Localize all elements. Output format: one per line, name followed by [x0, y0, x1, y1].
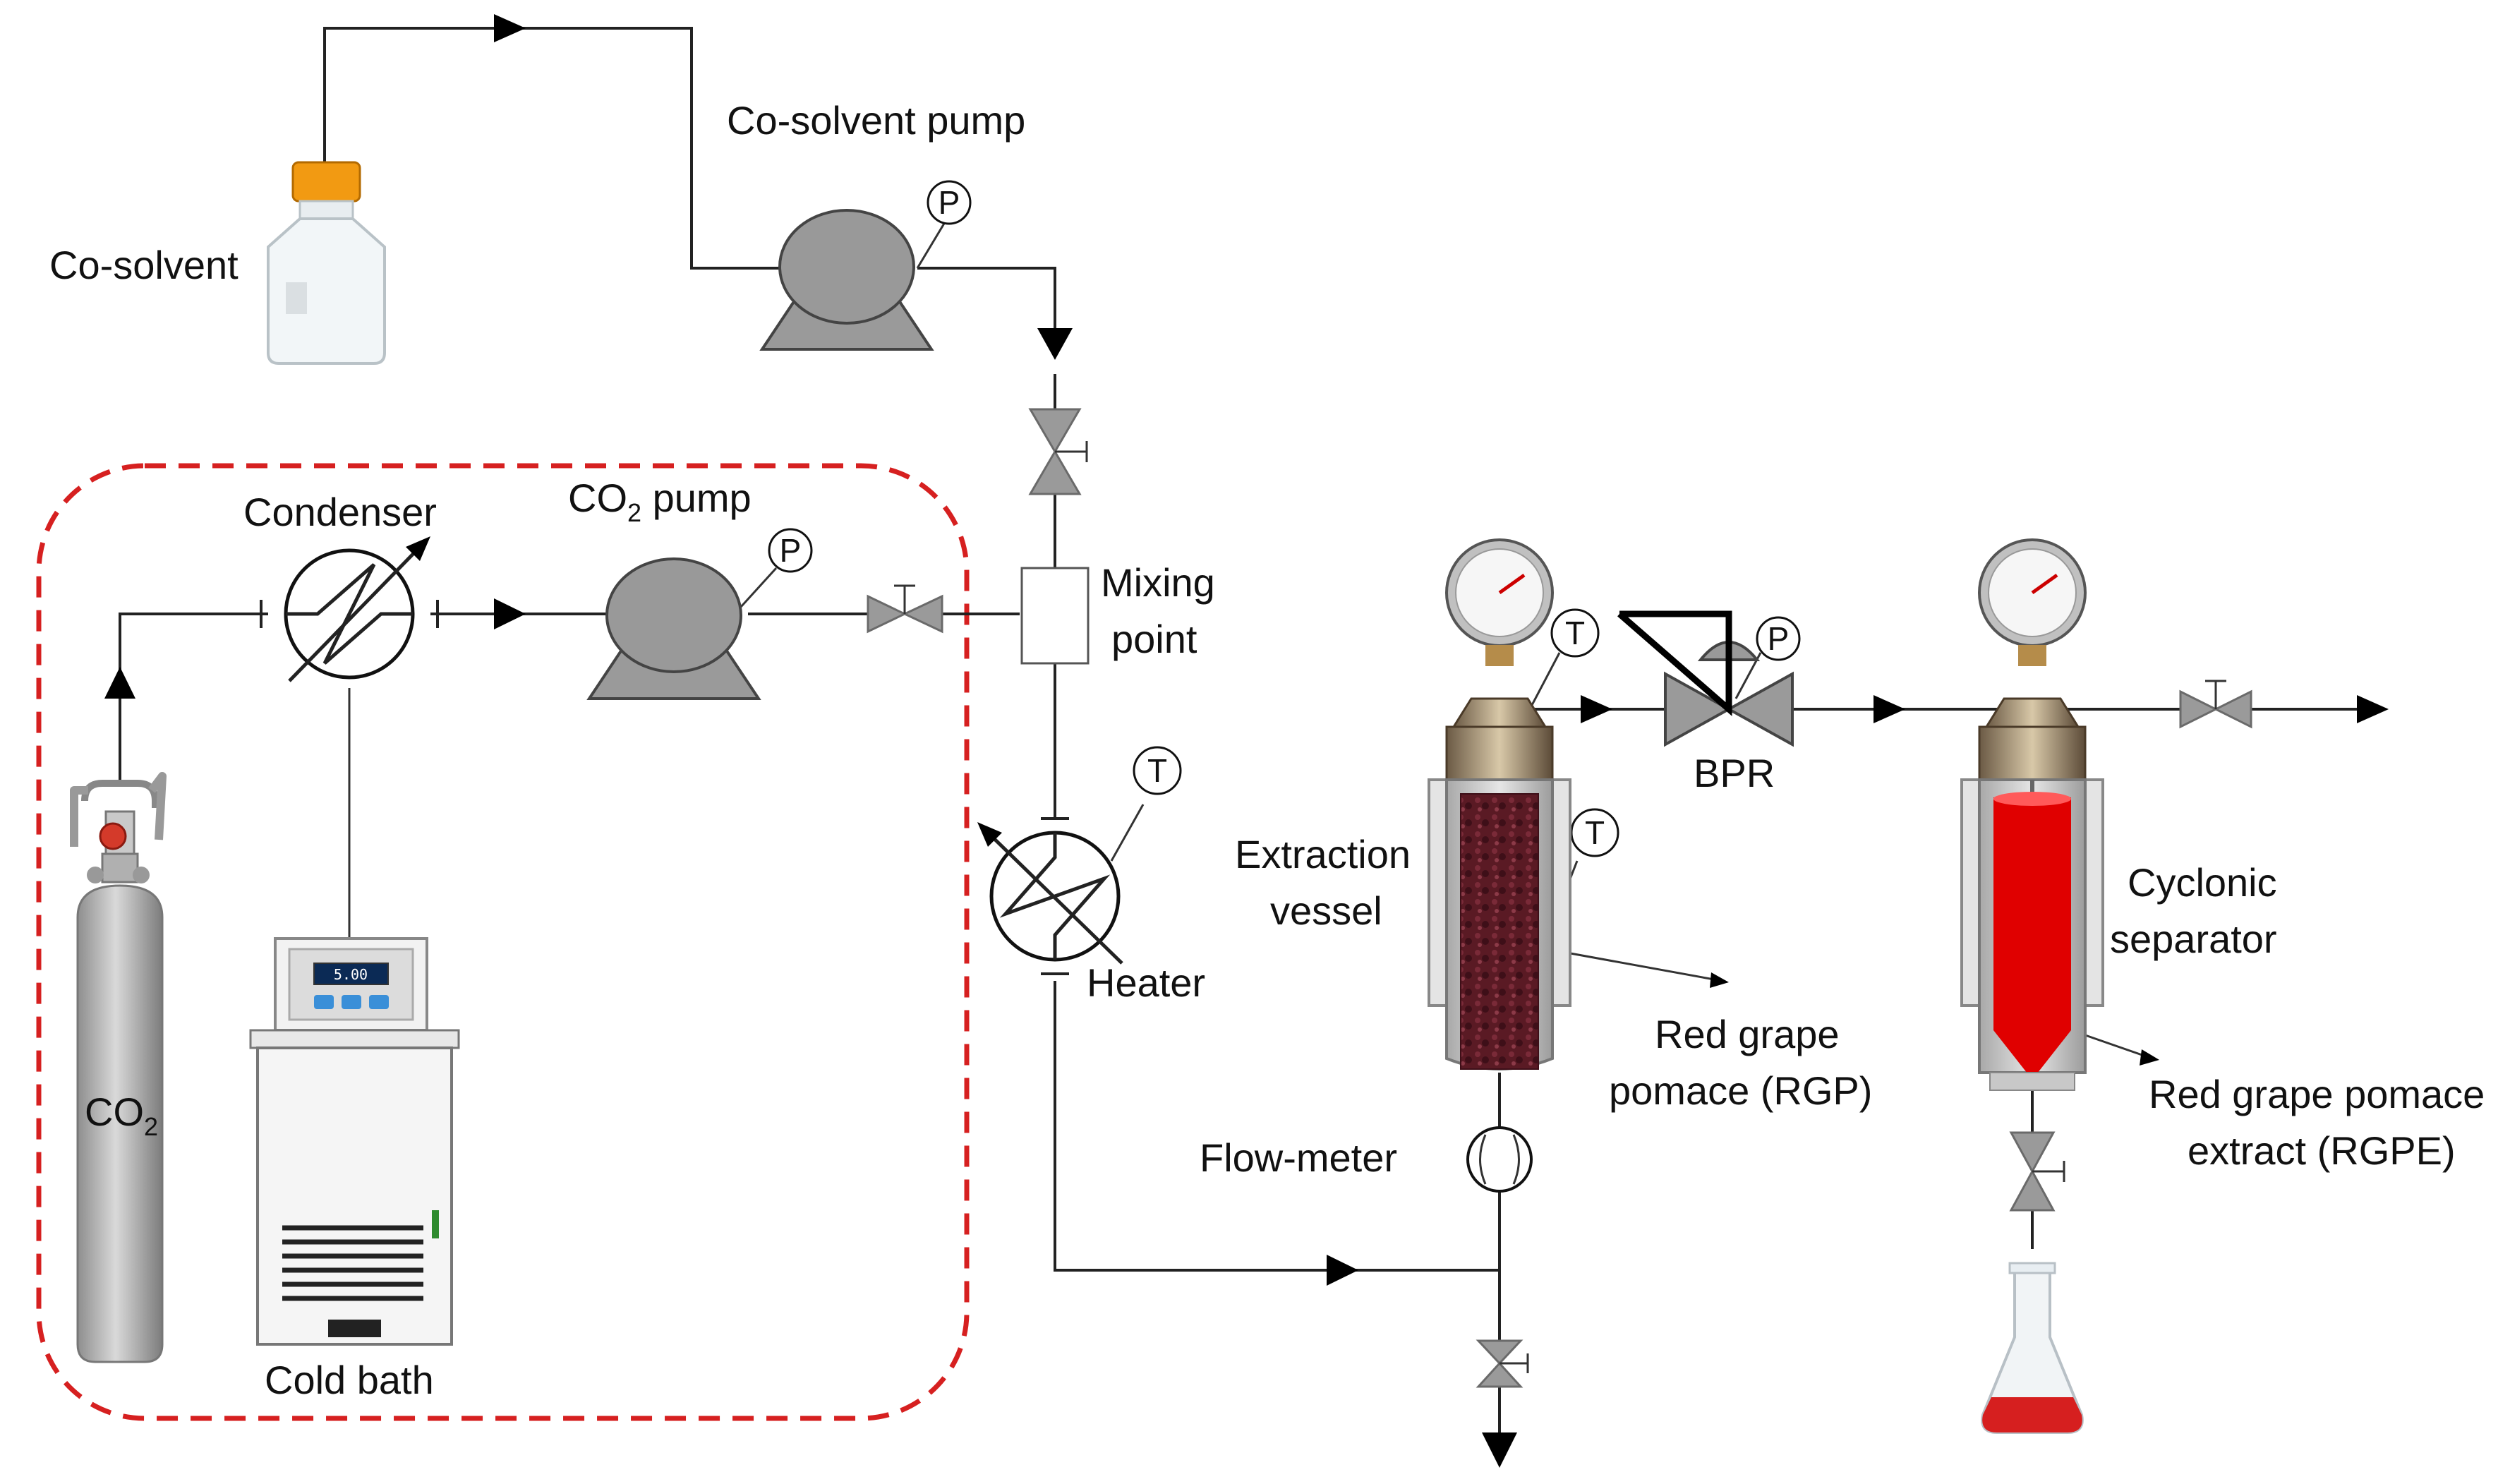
temperature-indicator: T [1550, 608, 1600, 658]
bpr-valve-icon [1617, 610, 1794, 747]
valve-icon [867, 584, 943, 634]
extraction-pressure-gauge [1445, 538, 1554, 666]
valve-icon [2179, 680, 2252, 729]
extraction-vessel-label: vessel [1270, 888, 1382, 933]
arrow-head-icon [2140, 1049, 2159, 1066]
pressure-indicator: P [768, 528, 813, 573]
condenser-icon [260, 536, 439, 682]
valve-icon [1476, 1339, 1529, 1388]
temperature-indicator: T [1570, 808, 1619, 857]
mixing-point-label: Mixing [1101, 560, 1215, 605]
flow-meter-icon [1466, 1126, 1533, 1193]
arrow-right-icon [494, 14, 526, 42]
separator-pressure-gauge [1978, 538, 2087, 666]
labels: Co-solvent Co-solvent pump Condenser CO2… [49, 98, 2485, 1402]
arrow-down-icon [1482, 1432, 1517, 1468]
rgp-label: Red grape [1655, 1012, 1840, 1056]
cold-bath-label: Cold bath [265, 1358, 434, 1402]
co2-pump [586, 557, 761, 700]
cyclonic-separator [1960, 697, 2104, 1091]
co2-cylinder [70, 772, 167, 1363]
arrow-right-icon [2357, 695, 2389, 723]
cold-bath [249, 937, 460, 1346]
arrow-right-icon [1327, 1255, 1358, 1286]
collection-flask [1981, 1262, 2084, 1434]
pressure-indicator: P [1756, 616, 1801, 661]
cyclonic-separator-label: separator [2110, 917, 2277, 961]
co2-pump-label: CO2 pump [568, 476, 752, 527]
bath-vent-grille [282, 1225, 423, 1301]
svg-text:P: P [939, 184, 960, 221]
pressure-indicator: P [927, 180, 972, 225]
bpr-label: BPR [1694, 751, 1775, 795]
arrow-right-icon [494, 598, 526, 629]
svg-text:T: T [1585, 814, 1605, 851]
svg-text:P: P [1768, 620, 1790, 657]
valve-icon [1028, 408, 1088, 495]
arrow-right-icon [1581, 695, 1612, 723]
arrow-up-icon [104, 667, 135, 699]
co-solvent-bottle [267, 161, 386, 365]
arrow-head-icon [1710, 972, 1729, 988]
co-solvent-label: Co-solvent [49, 243, 239, 287]
mixing-point-label: point [1111, 617, 1197, 661]
svg-text:P: P [780, 532, 802, 569]
rgpe-label: extract (RGPE) [2188, 1128, 2456, 1173]
svg-text:T: T [1565, 615, 1585, 651]
extraction-vessel-label: Extraction [1235, 832, 1411, 876]
co-solvent-pump [759, 209, 934, 351]
arrow-right-icon [1874, 695, 1905, 723]
svg-text:T: T [1147, 752, 1167, 789]
heater-label: Heater [1087, 960, 1205, 1005]
flow-meter-label: Flow-meter [1200, 1135, 1397, 1180]
co-solvent-pump-label: Co-solvent pump [727, 98, 1025, 143]
co2-supply-region-outline [36, 463, 970, 1421]
flow-arrows [104, 14, 2389, 1468]
bath-display-readout: 5.00 [334, 966, 368, 983]
condenser-label: Condenser [243, 490, 437, 534]
rgp-label: pomace (RGP) [1609, 1068, 1872, 1113]
temperature-indicator: T [1133, 746, 1182, 795]
mixing-point-box [1020, 567, 1090, 665]
extraction-vessel [1428, 697, 1571, 1070]
co2-cylinder-label: CO2 [85, 1090, 158, 1141]
cyclonic-separator-label: Cyclonic [2128, 860, 2277, 905]
heater-icon [977, 817, 1123, 975]
rgpe-label: Red grape pomace [2149, 1072, 2485, 1116]
valve-icon [2009, 1131, 2065, 1212]
arrow-down-icon [1037, 328, 1073, 360]
